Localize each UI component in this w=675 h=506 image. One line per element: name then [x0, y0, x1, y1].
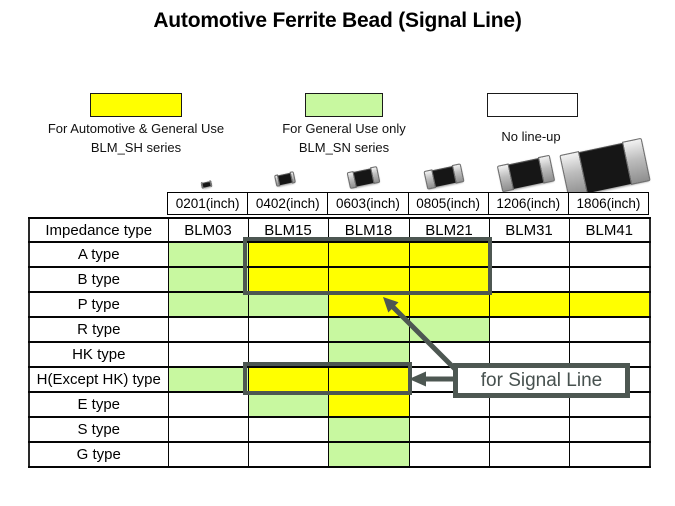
size-cell: 0805(inch) [407, 192, 489, 215]
availability-cell-yellow [408, 266, 490, 293]
legend-label-general-line1: For General Use only [282, 121, 406, 136]
availability-cell-white [568, 441, 651, 468]
model-header-cell: BLM15 [247, 217, 329, 243]
size-cell: 0402(inch) [247, 192, 329, 215]
availability-cell-yellow [327, 241, 410, 268]
availability-cell-white [167, 341, 249, 368]
availability-cell-yellow [327, 291, 410, 318]
availability-cell-white [167, 441, 249, 468]
availability-cell-green [327, 441, 410, 468]
availability-cell-yellow [568, 291, 651, 318]
table-row: G type [28, 441, 651, 468]
availability-cell-yellow [327, 266, 410, 293]
availability-cell-white [247, 341, 329, 368]
model-header-cell: BLM41 [568, 217, 651, 243]
row-label: HK type [28, 341, 169, 368]
chip-photo-0805-icon [424, 164, 464, 189]
model-header-cell: BLM31 [488, 217, 570, 243]
size-row: 0201(inch)0402(inch)0603(inch)0805(inch)… [167, 192, 650, 215]
availability-cell-white [568, 316, 651, 343]
legend-label-automotive-line2: BLM_SH series [90, 140, 182, 155]
size-cell: 0603(inch) [327, 192, 409, 215]
table-row: P type [28, 291, 651, 318]
size-cell: 1806(inch) [567, 192, 650, 215]
table-row: B type [28, 266, 651, 293]
table-row: A type [28, 241, 651, 268]
row-label: B type [28, 266, 169, 293]
availability-cell-yellow [327, 366, 410, 393]
availability-cell-green [167, 291, 249, 318]
availability-cell-white [568, 416, 651, 443]
availability-cell-green [167, 241, 249, 268]
row-label: H(Except HK) type [28, 366, 169, 393]
availability-cell-white [408, 441, 490, 468]
availability-cell-white [247, 316, 329, 343]
availability-cell-green [327, 316, 410, 343]
availability-cell-white [568, 266, 651, 293]
size-cell: 0201(inch) [167, 192, 249, 215]
availability-cell-yellow [408, 241, 490, 268]
availability-cell-white [488, 416, 570, 443]
table-row: R type [28, 316, 651, 343]
availability-cell-white [167, 416, 249, 443]
availability-cell-green [327, 341, 410, 368]
availability-cell-white [568, 241, 651, 268]
availability-cell-green [167, 366, 249, 393]
availability-cell-white [167, 316, 249, 343]
legend-label-automotive-line1: For Automotive & General Use [47, 121, 225, 136]
row-label: S type [28, 416, 169, 443]
table-row: S type [28, 416, 651, 443]
legend-label-general-line2: BLM_SN series [298, 140, 390, 155]
row-label: A type [28, 241, 169, 268]
legend-label-no-lineup: No line-up [501, 129, 561, 144]
row-label: E type [28, 391, 169, 418]
signal-line-callout: for Signal Line [453, 363, 630, 398]
availability-cell-green [408, 316, 490, 343]
row-label: G type [28, 441, 169, 468]
availability-cell-white [488, 441, 570, 468]
availability-cell-white [247, 416, 329, 443]
page-title: Automotive Ferrite Bead (Signal Line) [153, 9, 522, 32]
availability-cell-white [488, 316, 570, 343]
availability-cell-white [247, 441, 329, 468]
availability-cell-yellow [247, 241, 329, 268]
availability-cell-yellow [327, 391, 410, 418]
size-cell: 1206(inch) [487, 192, 569, 215]
row-label: R type [28, 316, 169, 343]
corner-header-cell: Impedance type [28, 217, 169, 243]
availability-cell-green [167, 266, 249, 293]
availability-cell-white [488, 241, 570, 268]
availability-cell-yellow [247, 266, 329, 293]
availability-cell-white [167, 391, 249, 418]
availability-cell-green [247, 391, 329, 418]
legend-swatch-no-lineup [487, 93, 578, 117]
availability-cell-white [488, 266, 570, 293]
availability-cell-yellow [488, 291, 570, 318]
chip-photo-0603-icon [347, 167, 380, 188]
model-header-cell: BLM03 [167, 217, 249, 243]
chip-photo-0201-icon [201, 181, 212, 188]
chip-photo-1806-icon [560, 138, 650, 198]
chip-photo-1206-icon [497, 155, 555, 192]
row-label: P type [28, 291, 169, 318]
legend-swatch-general [305, 93, 383, 117]
availability-cell-white [408, 416, 490, 443]
availability-cell-green [247, 291, 329, 318]
availability-cell-yellow [408, 291, 490, 318]
availability-cell-yellow [247, 366, 329, 393]
model-header-cell: BLM18 [327, 217, 410, 243]
model-header-cell: BLM21 [408, 217, 490, 243]
legend-swatch-automotive [90, 93, 182, 117]
chip-photo-0402-icon [275, 172, 295, 186]
availability-cell-green [327, 416, 410, 443]
